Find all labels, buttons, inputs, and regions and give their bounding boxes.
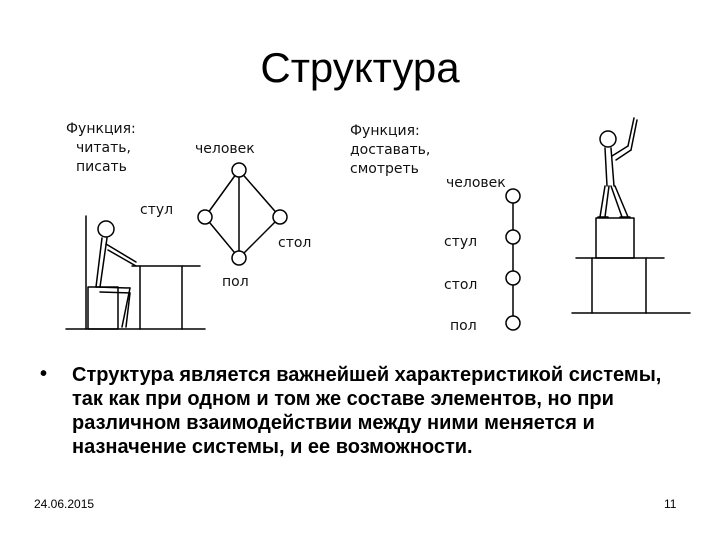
standing-person-torso-right <box>611 148 614 186</box>
seated-person-sketch <box>66 216 205 329</box>
edge-table-floor <box>239 217 280 258</box>
standing-person-leg-left-outer <box>600 186 605 217</box>
left-structure-graph <box>198 163 287 265</box>
footer-date: 24.06.2015 <box>34 497 94 511</box>
edge-person-table <box>239 170 280 217</box>
node-chair <box>198 210 212 224</box>
node-table <box>273 210 287 224</box>
chain-node-chair <box>506 230 520 244</box>
seated-person-thigh-top <box>96 287 130 288</box>
edge-chair-floor <box>205 217 239 258</box>
standing-person-leg-left-inner <box>605 186 609 217</box>
seated-person-arm-upper <box>106 244 136 262</box>
bullet-block: • Структура является важнейшей характери… <box>40 363 690 459</box>
edge-person-chair <box>205 170 239 217</box>
chair-seat-block <box>88 287 118 329</box>
bullet-marker: • <box>40 363 47 386</box>
bullet-text: Структура является важнейшей характерист… <box>72 363 690 459</box>
standing-person-head <box>600 131 616 147</box>
standing-person-torso-left <box>605 148 607 186</box>
standing-person-sketch <box>572 118 690 313</box>
seated-person-thigh-bottom <box>100 292 130 293</box>
chain-node-table <box>506 271 520 285</box>
seated-person-head <box>98 221 114 237</box>
right-structure-graph <box>506 189 520 330</box>
chain-node-floor <box>506 316 520 330</box>
seated-person-arm-lower <box>108 250 136 266</box>
footer-page-number: 11 <box>664 497 676 511</box>
node-person <box>232 163 246 177</box>
node-floor <box>232 251 246 265</box>
chain-node-person <box>506 189 520 203</box>
right-chair-block <box>596 218 634 258</box>
